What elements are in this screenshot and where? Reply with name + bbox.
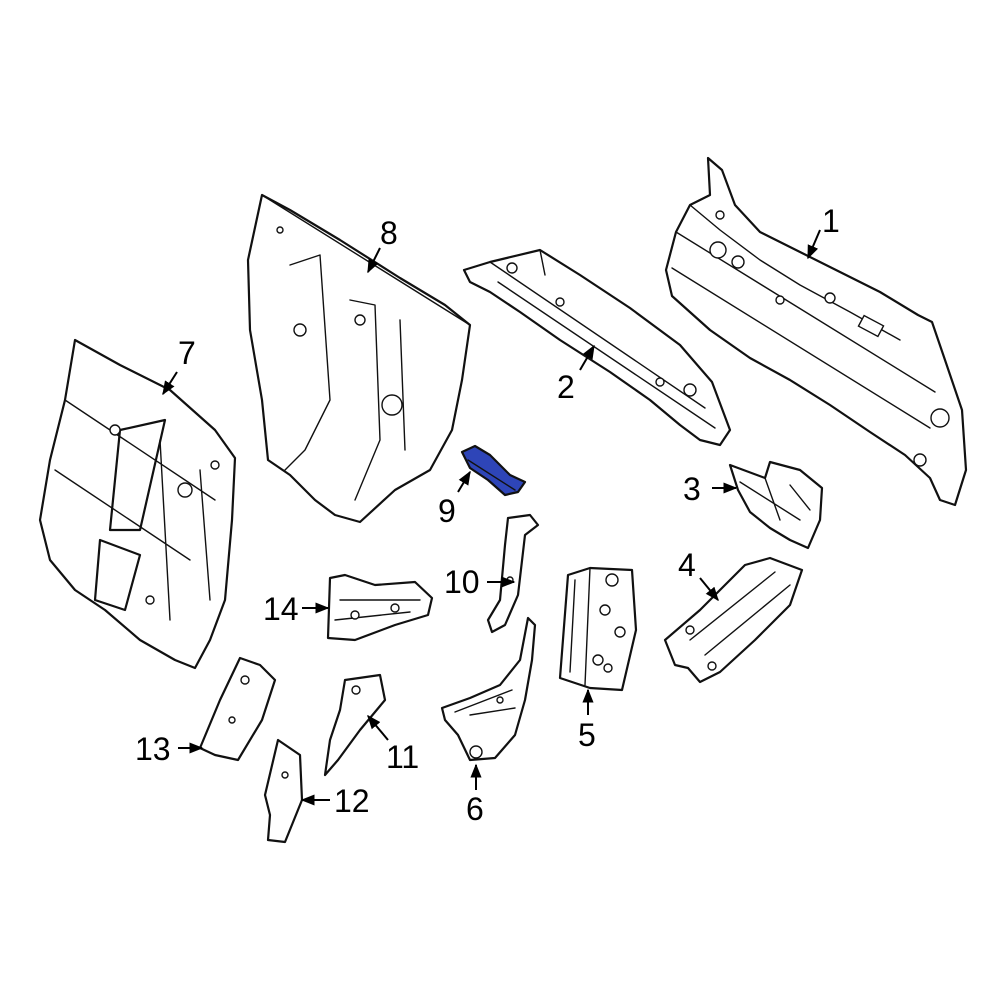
- callout-3: 3: [683, 471, 701, 507]
- callout-9: 9: [438, 493, 456, 529]
- part-11-angled-bracket: [323, 673, 387, 777]
- callout-7: 7: [178, 335, 196, 371]
- part-14-panel: [326, 573, 434, 642]
- leader-lines: [162, 229, 821, 806]
- callout-11: 11: [386, 739, 419, 775]
- callout-2: 2: [557, 369, 575, 405]
- part-4-reinforcement: [663, 556, 804, 684]
- callout-5: 5: [578, 717, 596, 753]
- callout-6: 6: [466, 791, 484, 827]
- part-10-thin-bracket: [486, 513, 540, 634]
- callout-13: 13: [135, 731, 171, 767]
- callout-1: 1: [822, 203, 840, 239]
- part-7-left-panel: [38, 338, 237, 670]
- part-9-highlighted-bracket: [460, 444, 527, 497]
- callout-10: 10: [444, 564, 480, 600]
- callout-8: 8: [380, 215, 398, 251]
- part-1-dash-panel: [664, 156, 968, 507]
- part-2-cowl-member: [462, 248, 732, 447]
- part-12-small-bracket: [263, 738, 304, 844]
- callout-4: 4: [678, 547, 696, 583]
- callouts: 1 2 3 4 5 6 7 8 9 10 11 12 13 14: [135, 203, 840, 827]
- callout-14: 14: [263, 591, 299, 627]
- part-13-bracket: [198, 656, 277, 762]
- part-6-lower-bracket: [440, 616, 537, 762]
- callout-12: 12: [334, 783, 370, 819]
- part-5-side-panel: [558, 566, 638, 692]
- part-8-center-panel: [246, 193, 472, 524]
- part-3-bracket: [728, 460, 824, 550]
